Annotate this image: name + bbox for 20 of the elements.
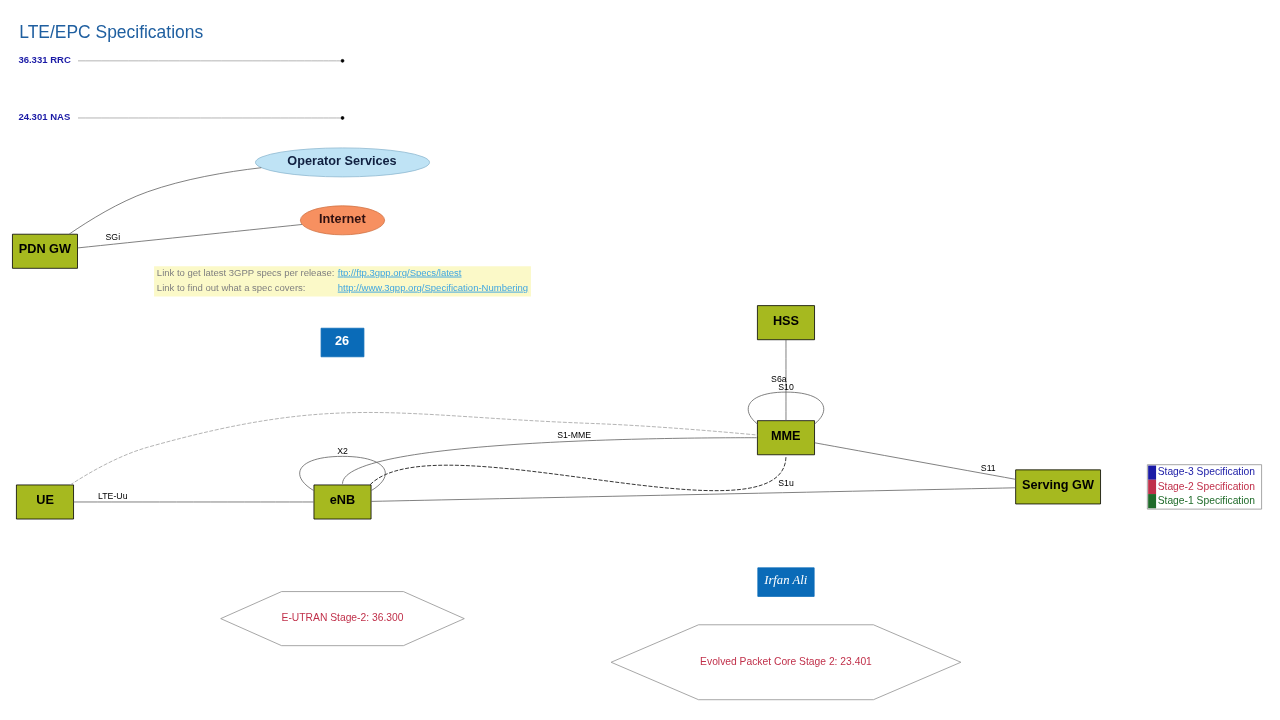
label: Link to find out what a spec covers:	[156, 281, 306, 293]
legend-label: Stage-1 Specification	[1157, 494, 1255, 506]
node-text: 36.331 RRC	[18, 53, 71, 65]
edge-label: S6a	[771, 373, 787, 384]
edge-label: S1-MME	[557, 429, 592, 440]
diagram-title: LTE/EPC Specifications	[19, 21, 204, 42]
legend-label: Stage-2 Specification	[1157, 480, 1255, 492]
label: 26	[334, 333, 350, 348]
node-text: 24.301 NAS	[18, 110, 71, 122]
label: Irfan Ali	[764, 572, 808, 587]
label: Link to get latest 3GPP specs per release:	[156, 266, 335, 278]
legend-label: Stage-3 Specification	[1157, 465, 1255, 477]
label: ftp://ftp.3gpp.org/Specs/latest	[337, 266, 462, 278]
edge-label: X2	[337, 445, 348, 456]
edge-label: S10	[778, 381, 794, 392]
edge-label: LTE-Uu	[98, 490, 128, 501]
edge-label: S11	[980, 462, 996, 473]
edge-label: SGi	[105, 231, 121, 242]
edge-label: S1u	[778, 477, 794, 488]
label: http://www.3gpp.org/Specification-Numbering	[337, 281, 529, 293]
